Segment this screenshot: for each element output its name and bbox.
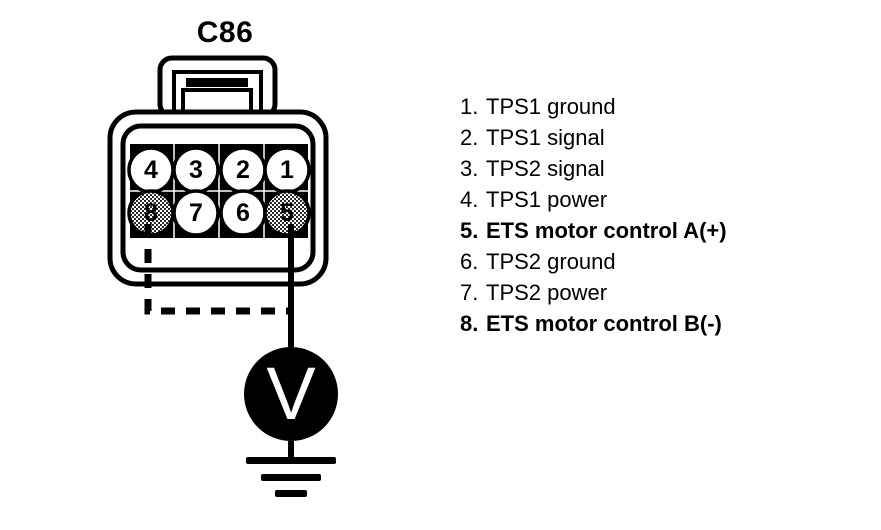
- pin-circle-5: [263, 189, 311, 237]
- legend-item-2: 2. TPS1 signal: [460, 125, 860, 156]
- legend-item-4: 4. TPS1 power: [460, 187, 860, 218]
- pin-circle-4: [127, 146, 175, 194]
- legend-label-5: ETS motor control A(+): [486, 218, 727, 243]
- pin-circle-7: [172, 189, 220, 237]
- legend-number-4: 4.: [460, 187, 479, 212]
- ground-symbol: [246, 457, 336, 497]
- legend-item-1: 1. TPS1 ground: [460, 94, 860, 125]
- legend-label-3: TPS2 signal: [486, 156, 605, 181]
- legend-number-7: 7.: [460, 280, 479, 305]
- pin-circle-2: [219, 146, 267, 194]
- legend-number-2: 2.: [460, 125, 479, 150]
- legend-item-7: 7. TPS2 power: [460, 280, 860, 311]
- legend-number-6: 6.: [460, 249, 479, 274]
- legend-label-4: TPS1 power: [486, 187, 608, 212]
- pin-circle-6: [219, 189, 267, 237]
- legend-number-3: 3.: [460, 156, 479, 181]
- legend-item-6: 6. TPS2 ground: [460, 249, 860, 280]
- pin-circle-1: [263, 146, 311, 194]
- legend-number-5: 5.: [460, 218, 479, 243]
- voltmeter-symbol: [244, 347, 338, 441]
- wire-pin8-dashed: [144, 224, 291, 315]
- legend-label-7: TPS2 power: [486, 280, 608, 305]
- legend-item-5: 5. ETS motor control A(+): [460, 218, 860, 249]
- voltmeter-letter: V: [266, 352, 316, 435]
- legend-label-6: TPS2 ground: [486, 249, 616, 274]
- pin-circle-3: [172, 146, 220, 194]
- legend-item-3: 3. TPS2 signal: [460, 156, 860, 187]
- pin-function-legend: 1. TPS1 ground 2. TPS1 signal 3. TPS2 si…: [460, 94, 860, 342]
- pin-circles-top-row: [127, 146, 311, 194]
- legend-number-1: 1.: [460, 94, 479, 119]
- legend-label-1: TPS1 ground: [486, 94, 616, 119]
- legend-number-8: 8.: [460, 311, 479, 336]
- connector-designation-label: C86: [196, 16, 254, 49]
- legend-label-8: ETS motor control B(-): [486, 311, 722, 336]
- legend-item-8: 8. ETS motor control B(-): [460, 311, 860, 342]
- connector-latch-icon: [157, 55, 278, 119]
- legend-label-2: TPS1 signal: [486, 125, 605, 150]
- pin-circles-bottom-row: [127, 189, 311, 237]
